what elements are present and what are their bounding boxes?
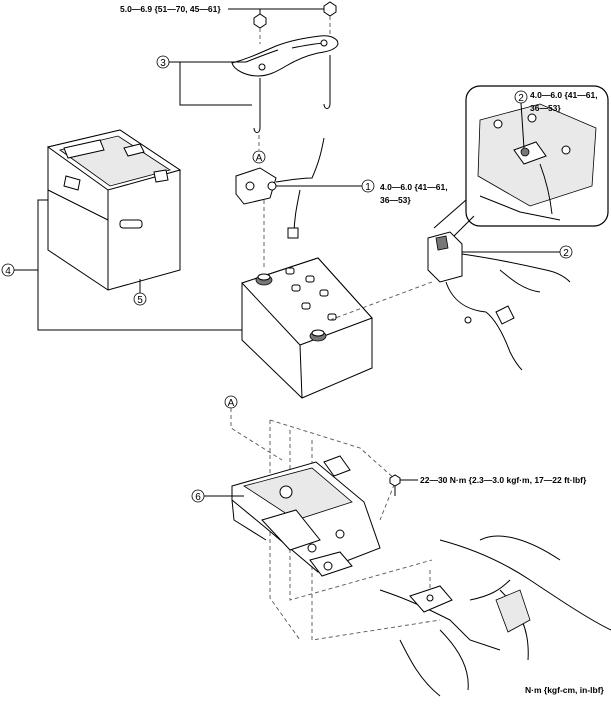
j-bolt-right [323, 55, 331, 109]
svg-text:5: 5 [137, 295, 143, 306]
reference-a-top: A [252, 150, 266, 164]
callout-4: 4 [1, 199, 242, 331]
torque-label-item-2-line-2: 36—53} [530, 103, 561, 113]
j-bolt-left [253, 78, 261, 133]
nut-right [323, 1, 337, 17]
svg-text:6: 6 [195, 492, 201, 503]
vehicle-body-mount [379, 535, 611, 697]
battery-box-cover [46, 129, 182, 291]
battery [241, 257, 373, 399]
torque-label-item-1-line-2: 36—53} [380, 195, 411, 205]
inset-detail-view [433, 85, 609, 239]
callout-5: 5 [133, 279, 147, 306]
callout-2-inset: 2 [514, 90, 528, 149]
positive-battery-cable [427, 231, 571, 371]
units-note: N·m {kgf-cm, in-lbf} [525, 685, 605, 695]
torque-label-bolt: 22—30 N·m {2.3—3.0 kgf·m, 17—22 ft·lbf} [420, 475, 587, 485]
svg-text:1: 1 [365, 182, 371, 193]
svg-text:A: A [228, 398, 235, 409]
reference-a-bottom: A [224, 395, 238, 409]
nut-left [253, 9, 267, 29]
negative-battery-cable [235, 137, 325, 239]
tray-bolt [389, 474, 418, 496]
torque-label-item-2-line-1: 4.0—6.0 {41—61, [530, 90, 598, 100]
torque-label-top: 5.0—6.9 {51—70, 45—61} [120, 4, 221, 14]
callout-2-main: 2 [462, 245, 573, 259]
callout-6: 6 [191, 489, 244, 503]
svg-text:A: A [256, 153, 263, 164]
battery-clamp-bracket [231, 35, 339, 77]
svg-text:2: 2 [563, 248, 569, 259]
svg-text:4: 4 [5, 266, 11, 277]
callout-1: 1 [276, 179, 375, 193]
svg-text:3: 3 [160, 58, 166, 69]
svg-text:2: 2 [518, 93, 524, 104]
callout-3: 3 [156, 55, 252, 106]
torque-label-item-1-line-1: 4.0—6.0 {41—61, [380, 182, 448, 192]
battery-tray [231, 455, 381, 577]
